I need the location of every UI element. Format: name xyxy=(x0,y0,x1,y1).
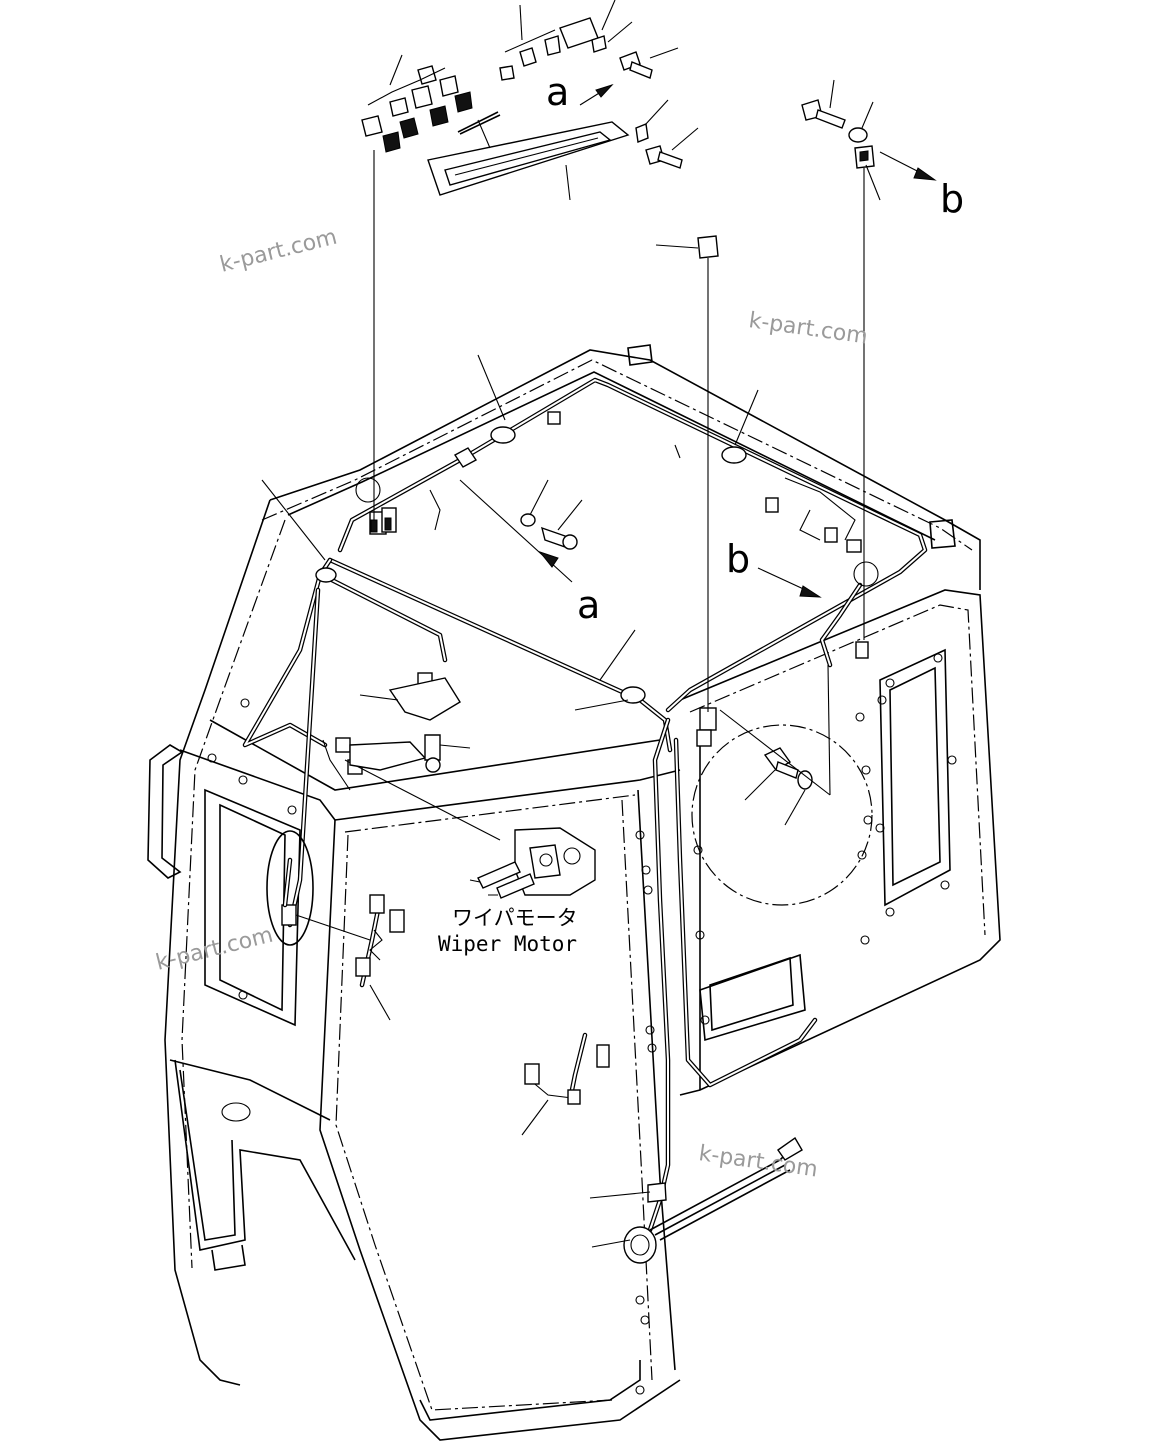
connectors xyxy=(315,411,879,775)
cable-grommet xyxy=(623,1136,803,1264)
switch-cluster xyxy=(361,65,501,153)
watermarks: k-part.com k-part.com k-part.com k-part.… xyxy=(153,225,869,1183)
wiper-motor-label-en: Wiper Motor xyxy=(438,932,577,956)
switch-pieces xyxy=(499,17,607,81)
watermark-1: k-part.com xyxy=(217,225,339,278)
watermark-2: k-part.com xyxy=(747,308,869,349)
exploded-parts xyxy=(361,17,875,259)
ref-label-b-top: b xyxy=(940,177,964,221)
right-bolt xyxy=(763,747,813,790)
watermark-3: k-part.com xyxy=(153,923,275,976)
cover-plate xyxy=(388,677,461,773)
roof-bolt xyxy=(520,513,578,550)
rivet-holes xyxy=(207,653,957,1395)
ref-label-a-bottom: a xyxy=(577,583,600,627)
ref-label-b-bottom: b xyxy=(726,537,750,581)
left-connector-group xyxy=(266,830,371,946)
door-harness-pieces xyxy=(355,894,610,1105)
ref-label-a-top: a xyxy=(546,70,569,114)
leader-lines xyxy=(261,0,937,1248)
wiper-motor xyxy=(344,741,596,899)
cab-frame xyxy=(147,344,1001,1441)
wire-harness xyxy=(242,377,928,1241)
wiper-motor-label-jp: ワイパモータ xyxy=(452,906,578,930)
